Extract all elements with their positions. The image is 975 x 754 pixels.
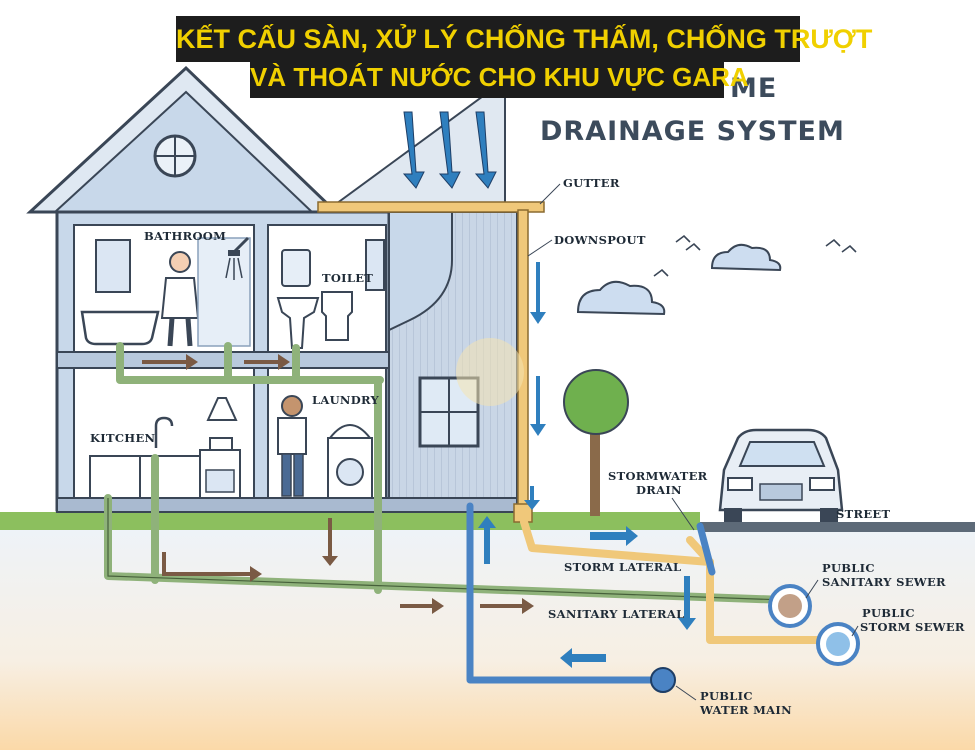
laundry-person-icon	[277, 395, 307, 497]
garage-roof	[321, 78, 506, 213]
range-hood-icon	[206, 397, 238, 421]
water-main-valve-icon	[650, 667, 676, 693]
bathtub-icon	[80, 310, 160, 346]
sanitary-sewer-icon	[768, 584, 812, 628]
cloud-icon	[576, 243, 782, 316]
watermark-logo	[456, 338, 524, 406]
label-public-sanitary-sewer-1: PUBLIC	[822, 561, 875, 575]
tree-icon	[563, 369, 629, 516]
label-street: STREET	[836, 507, 890, 521]
bathroom-window-icon	[95, 239, 131, 293]
sink-icon	[276, 297, 320, 349]
car-icon	[718, 428, 844, 522]
label-downspout: DOWNSPOUT	[554, 233, 646, 247]
label-kitchen: KITCHEN	[90, 431, 156, 445]
diagram-title-partial: ME	[730, 73, 777, 104]
diagram-title: DRAINAGE SYSTEM	[540, 116, 845, 147]
shower-head-icon	[225, 236, 250, 280]
bird-icon	[653, 234, 857, 277]
rain-arrows	[402, 111, 497, 189]
label-stormwater-drain-2: DRAIN	[636, 483, 682, 497]
faucet-icon	[154, 416, 174, 448]
toilet-icon	[321, 291, 353, 341]
label-storm-lateral: STORM LATERAL	[564, 560, 681, 574]
laundry-basket-icon	[327, 424, 373, 439]
wastewater-pipe-outline	[107, 498, 786, 601]
leader-lines	[527, 183, 859, 701]
shower-glass	[197, 237, 251, 347]
label-stormwater-drain-1: STORMWATER	[608, 469, 708, 483]
label-public-storm-sewer-1: PUBLIC	[862, 606, 915, 620]
gutter	[317, 201, 545, 213]
mirror-icon	[281, 249, 311, 287]
label-public-water-main-2: WATER MAIN	[699, 703, 792, 717]
street-surface	[700, 522, 975, 532]
label-toilet: TOILET	[322, 271, 373, 285]
downspout-arrows	[478, 262, 696, 668]
person-icon	[160, 251, 200, 347]
label-public-water-main-1: PUBLIC	[700, 689, 753, 703]
label-laundry: LAUNDRY	[312, 393, 380, 407]
overlay-title-line-1: KẾT CẤU SÀN, XỬ LÝ CHỐNG THẤM, CHỐNG TRƯ…	[176, 16, 872, 62]
kitchen-cabinet	[89, 455, 141, 499]
waste-arrows	[142, 354, 534, 614]
label-public-storm-sewer-2: STORM SEWER	[860, 620, 965, 634]
storm-sewer-icon	[816, 622, 860, 666]
label-gutter: GUTTER	[563, 176, 620, 190]
overlay-title-line-2: VÀ THOÁT NƯỚC CHO KHU VỰC GARA	[250, 60, 749, 98]
label-public-sanitary-sewer-2: SANITARY SEWER	[822, 575, 946, 589]
label-sanitary-lateral: SANITARY LATERAL	[548, 607, 684, 621]
water-main-pipe	[466, 502, 716, 684]
label-bathroom: BATHROOM	[144, 229, 226, 243]
